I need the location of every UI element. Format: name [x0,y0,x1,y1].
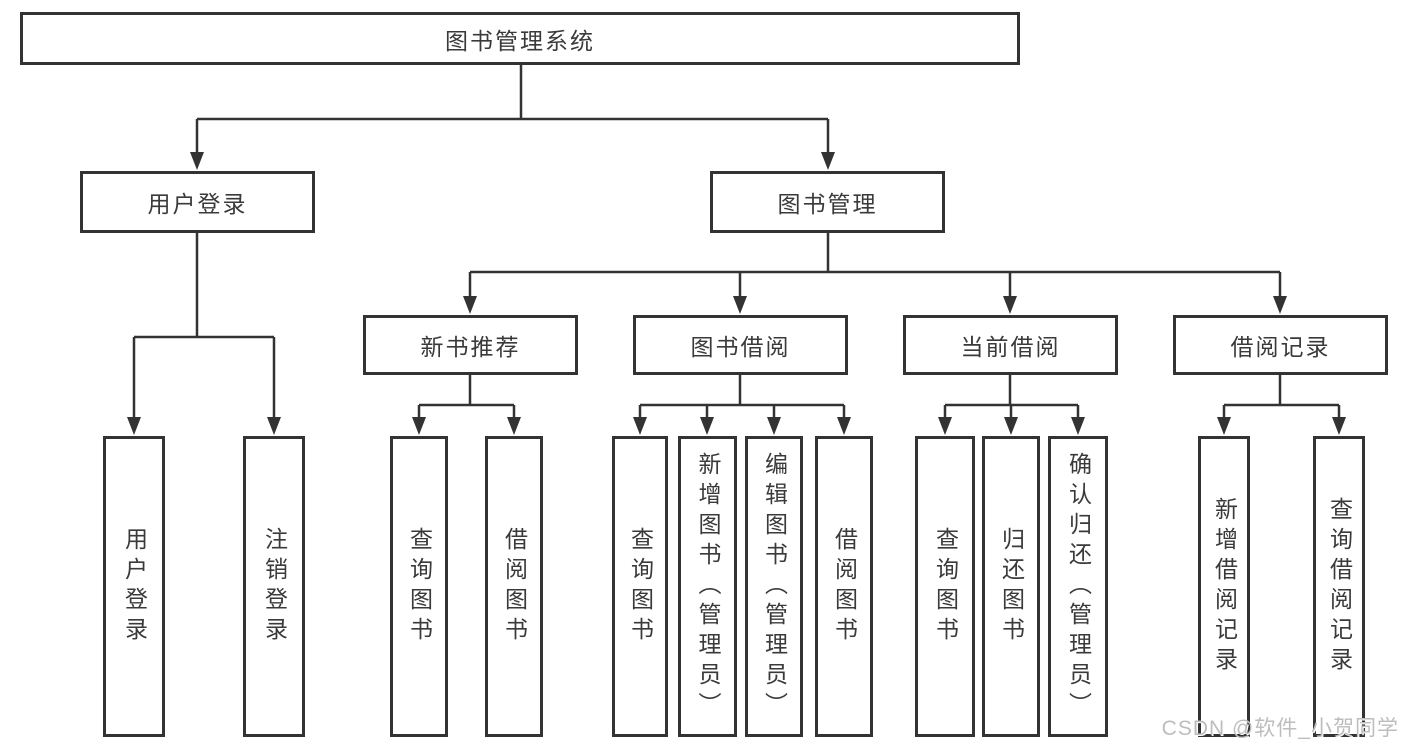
node-label: 新增借阅记录 [1211,496,1238,677]
arrowhead-icon [463,296,477,314]
arrowhead-icon [267,417,281,435]
leaf-query-books-current: 查询图书 [915,436,975,737]
arrowhead-icon [412,417,426,435]
csdn-watermark: CSDN @软件_小贺同学 [1161,717,1399,740]
node-label: 用户登录 [147,191,248,217]
node-book-borrow: 图书借阅 [633,315,848,375]
node-label: 借阅记录 [1230,334,1331,360]
node-label: 借阅图书 [831,526,858,647]
node-label: 确认归还（管理员） [1065,451,1092,722]
leaf-query-books-recommend: 查询图书 [390,436,448,737]
node-label: 编辑图书（管理员） [761,451,788,722]
arrowhead-icon [190,152,204,170]
arrowhead-icon [938,417,952,435]
leaf-add-borrow-record: 新增借阅记录 [1198,436,1250,737]
connector-lines [132,65,1341,420]
node-label: 用户登录 [121,526,148,647]
leaf-borrow-books-recommend: 借阅图书 [485,436,543,737]
node-label: 借阅图书 [501,526,528,647]
node-root: 图书管理系统 [20,12,1020,65]
node-current-borrow: 当前借阅 [903,315,1118,375]
arrowhead-icon [821,152,835,170]
leaf-logout: 注销登录 [243,436,305,737]
node-label: 归还图书 [998,526,1025,647]
arrowhead-icon [1004,417,1018,435]
node-user-login: 用户登录 [80,171,315,233]
leaf-user-login: 用户登录 [103,436,165,737]
arrowhead-icon [837,417,851,435]
leaf-query-borrow-record: 查询借阅记录 [1313,436,1365,737]
arrowhead-icon [633,417,647,435]
arrowhead-icon [507,417,521,435]
arrowheads [127,152,1346,435]
node-label: 注销登录 [261,526,288,647]
node-label: 图书管理系统 [445,27,595,54]
arrowhead-icon [1332,417,1346,435]
arrowhead-icon [767,417,781,435]
node-borrow-records: 借阅记录 [1173,315,1388,375]
node-label: 查询图书 [406,526,433,647]
node-label: 查询图书 [932,526,959,647]
node-label: 新增图书（管理员） [695,451,721,722]
node-label: 当前借阅 [960,334,1061,360]
node-label: 图书借阅 [690,334,791,360]
leaf-edit-books-admin: 编辑图书（管理员） [745,436,803,737]
node-book-management: 图书管理 [710,171,945,233]
leaf-add-books-admin: 新增图书（管理员） [678,436,737,737]
leaf-return-books: 归还图书 [982,436,1040,737]
node-label: 查询图书 [627,526,654,647]
node-label: 新书推荐 [420,334,521,360]
arrowhead-icon [1003,296,1017,314]
arrowhead-icon [1071,417,1085,435]
leaf-borrow-books: 借阅图书 [815,436,873,737]
node-new-book-recommend: 新书推荐 [363,315,578,375]
node-label: 查询借阅记录 [1326,496,1353,677]
node-label: 图书管理 [777,191,878,217]
leaf-query-books-borrow: 查询图书 [612,436,668,737]
arrowhead-icon [127,417,141,435]
arrowhead-icon [700,417,714,435]
arrowhead-icon [733,296,747,314]
arrowhead-icon [1273,296,1287,314]
arrowhead-icon [1217,417,1231,435]
leaf-confirm-return-admin: 确认归还（管理员） [1048,436,1108,737]
